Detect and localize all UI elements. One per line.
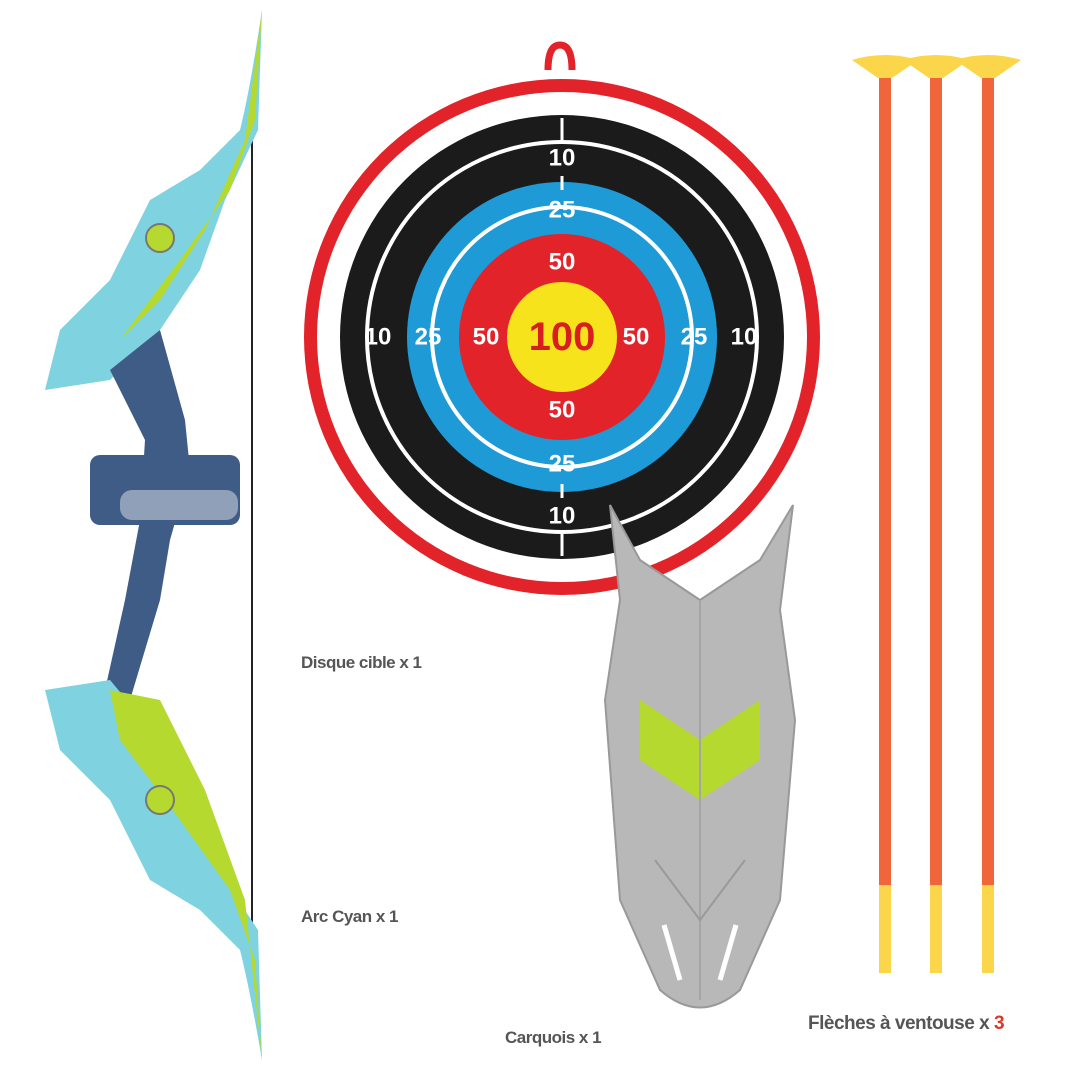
- target-label: Disque cible x 1: [301, 653, 422, 672]
- quiver: [603, 504, 797, 1009]
- score-50-top: 50: [549, 249, 576, 276]
- score-50-bottom: 50: [549, 397, 576, 424]
- score-25-left: 25: [415, 324, 442, 351]
- bow: [45, 10, 262, 1060]
- arrow-1: [852, 55, 918, 973]
- score-10-top: 10: [549, 145, 576, 172]
- hanger-loop: [544, 41, 576, 71]
- score-50-left: 50: [473, 324, 500, 351]
- arrows-label: Flèches à ventouse x 3: [808, 1013, 1005, 1035]
- score-25-right: 25: [681, 324, 708, 351]
- suction-arrows: [852, 55, 1021, 973]
- bow-label: Arc Cyan x 1: [301, 907, 399, 926]
- score-10-left: 10: [365, 324, 392, 351]
- arrows-label-text: Flèches à ventouse x: [808, 1013, 990, 1034]
- target-disc: 10 25 50 50 25 10 10 25 50 100 50 25 10: [304, 41, 820, 595]
- score-25-top: 25: [549, 197, 576, 224]
- score-100-center: 100: [529, 315, 596, 359]
- score-25-bottom: 25: [549, 451, 576, 478]
- arrows-count: 3: [993, 1013, 1005, 1034]
- quiver-label: Carquois x 1: [505, 1028, 602, 1047]
- arrow-2: [903, 55, 969, 973]
- score-50-right: 50: [623, 324, 650, 351]
- arrow-3: [955, 55, 1021, 973]
- score-10-bottom: 10: [549, 503, 576, 530]
- score-10-right: 10: [731, 324, 758, 351]
